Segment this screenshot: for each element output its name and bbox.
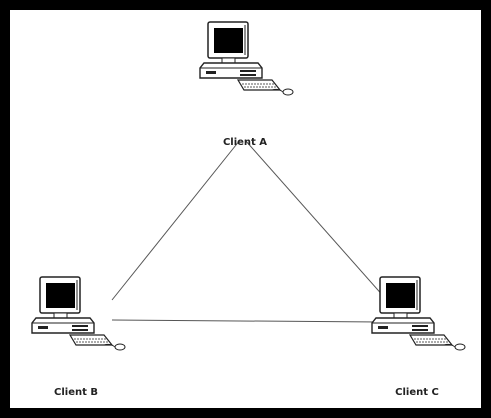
link-a-b [111, 139, 241, 301]
client-a-label: Client A [223, 137, 267, 148]
client-b-node: Client B [31, 276, 126, 398]
client-c-label: Client C [395, 387, 439, 398]
client-b-label: Client B [54, 387, 98, 398]
client-c-node: Client C [371, 276, 466, 398]
client-a-node: Client A [199, 21, 294, 148]
link-a-c [244, 139, 386, 299]
desktop-computer-icon [371, 276, 466, 351]
link-b-c [111, 319, 381, 323]
desktop-computer-icon [199, 21, 294, 96]
desktop-computer-icon [31, 276, 126, 351]
